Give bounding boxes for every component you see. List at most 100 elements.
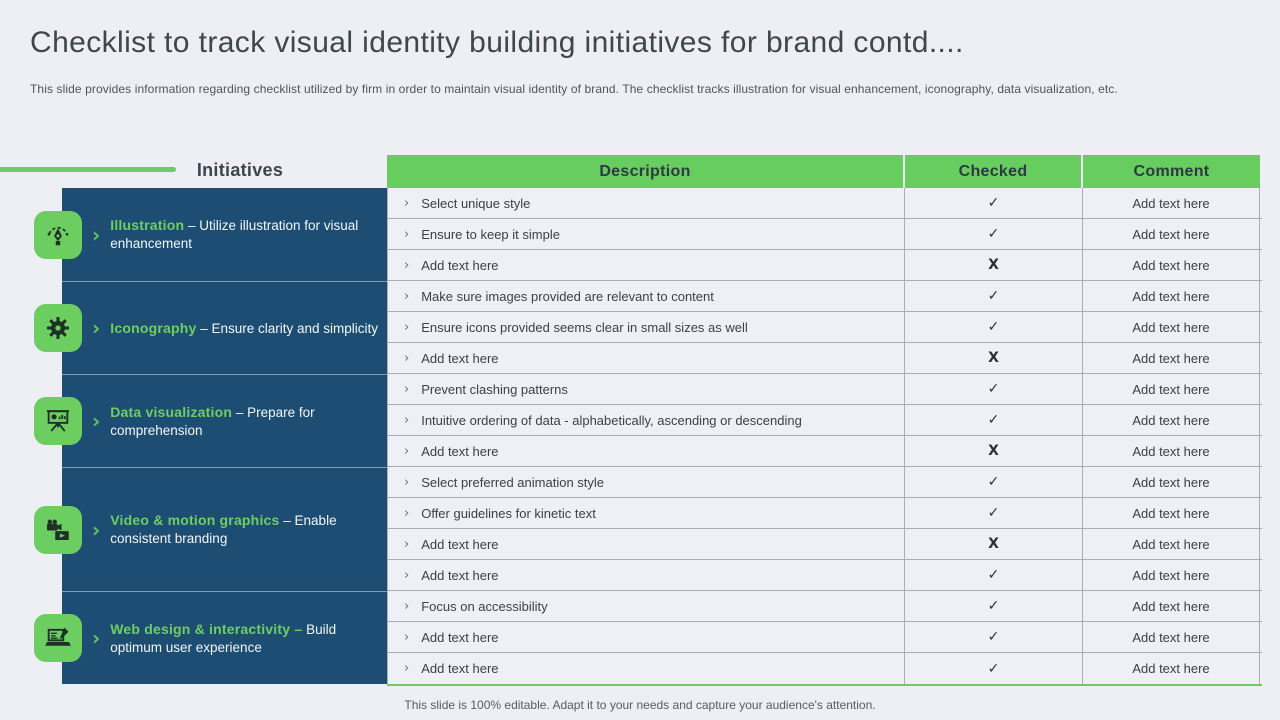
initiative-description: – Ensure clarity and simplicity: [200, 320, 379, 336]
description-cell[interactable]: ›Add text here: [387, 560, 905, 590]
description-text: Add text here: [421, 536, 499, 552]
table-row: ›Add text here ✓ Add text here: [387, 560, 1262, 591]
comment-cell[interactable]: Add text here: [1083, 374, 1260, 404]
table-row: ›Offer guidelines for kinetic text ✓ Add…: [387, 498, 1262, 529]
initiative-text: Data visualization – Prepare for compreh…: [110, 403, 380, 440]
chevron-right-icon: ›: [404, 505, 410, 521]
description-text: Make sure images provided are relevant t…: [421, 288, 714, 304]
description-cell: ›Ensure icons provided seems clear in sm…: [387, 312, 905, 342]
table-row: ›Select unique style ✓ Add text here: [387, 188, 1262, 219]
description-text: Focus on accessibility: [421, 598, 548, 614]
description-text: Add text here: [421, 629, 499, 645]
comment-cell[interactable]: Add text here: [1083, 591, 1260, 621]
table-row: › Prevent clashing patterns ✓ Add text he…: [387, 374, 1262, 405]
video-camera-icon: [34, 505, 82, 554]
table-row: ›Focus on accessibility ✓ Add text here: [387, 591, 1262, 622]
table-row: ›Intuitive ordering of data - alphabetic…: [387, 405, 1262, 436]
description-cell: › Prevent clashing patterns: [387, 374, 905, 404]
chevron-right-icon: ›: [404, 226, 410, 242]
comment-cell[interactable]: Add text here: [1083, 560, 1260, 590]
initiative-text: Video & motion graphics – Enable consist…: [110, 511, 380, 548]
description-text: Prevent clashing patterns: [421, 381, 568, 397]
table-row: › Make sure images provided are relevant …: [387, 281, 1262, 312]
description-cell: ›Intuitive ordering of data - alphabetic…: [387, 405, 905, 435]
initiative-description: Build optimum user experience: [110, 621, 337, 655]
comment-cell[interactable]: Add text here: [1083, 436, 1260, 466]
chevron-right-icon: ›: [92, 626, 101, 650]
checked-cell: X: [905, 436, 1083, 466]
comment-cell[interactable]: Add text here: [1083, 405, 1260, 435]
initiative-text: Web design & interactivity – Build optim…: [110, 620, 380, 657]
checked-cell: ✓: [905, 622, 1083, 652]
description-text: Add text here: [421, 661, 499, 676]
chevron-right-icon: ›: [404, 567, 410, 583]
comment-cell[interactable]: Add text here: [1083, 219, 1260, 249]
chevron-right-icon: ›: [404, 288, 410, 304]
checked-cell: ✓: [905, 591, 1083, 621]
description-cell: › Make sure images provided are relevant …: [387, 281, 905, 311]
description-cell[interactable]: ›Add text here: [387, 622, 905, 652]
checked-cell: ✓: [905, 405, 1083, 435]
description-cell: ›Ensure to keep it simple: [387, 219, 905, 249]
checked-cell: X: [905, 529, 1083, 559]
description-cell[interactable]: ›Add text here: [387, 529, 905, 559]
description-text: Select preferred animation style: [421, 474, 605, 490]
comment-cell[interactable]: Add text here: [1083, 250, 1260, 280]
comment-cell[interactable]: Add text here: [1083, 467, 1260, 497]
checked-cell: X: [905, 343, 1083, 373]
checked-cell: ✓: [905, 188, 1083, 218]
comment-cell[interactable]: Add text here: [1083, 312, 1260, 342]
checklist-table-body: ›Select unique style ✓ Add text here ›En…: [387, 188, 1262, 686]
description-text: Add text here: [421, 443, 499, 459]
column-header-checked: Checked: [905, 155, 1083, 188]
page-subtitle: This slide provides information regardin…: [30, 82, 1118, 96]
chevron-right-icon: ›: [92, 316, 101, 340]
comment-cell[interactable]: Add text here: [1083, 498, 1260, 528]
description-cell[interactable]: › Add text here: [387, 653, 905, 684]
comment-cell[interactable]: Add text here: [1083, 343, 1260, 373]
description-text: Offer guidelines for kinetic text: [421, 505, 596, 521]
checked-cell: ✓: [905, 219, 1083, 249]
chevron-right-icon: ›: [92, 222, 101, 247]
comment-cell[interactable]: Add text here: [1083, 622, 1260, 652]
initiatives-sidebar: › Illustration – Utilize illustration fo…: [34, 188, 387, 684]
description-cell: › Offer guidelines for kinetic text: [387, 498, 905, 528]
description-text: Add text here: [421, 350, 499, 366]
initiative-group-data-visualization: › Data visualization – Prepare for compr…: [34, 374, 387, 467]
checked-cell: ✓: [905, 560, 1083, 590]
chevron-right-icon: ›: [404, 381, 410, 397]
initiative-group-illustration: › Illustration – Utilize illustration fo…: [34, 188, 387, 281]
chevron-right-icon: ›: [92, 517, 101, 542]
checked-cell: ✓: [905, 467, 1083, 497]
comment-cell[interactable]: Add text here: [1083, 653, 1260, 684]
chevron-right-icon: ›: [404, 257, 410, 273]
chevron-right-icon: ›: [404, 319, 410, 335]
table-header-row: Description Checked Comment: [387, 155, 1262, 188]
initiative-group-web-design: › Web design & interactivity – Build opt…: [34, 591, 387, 684]
table-row: ›Ensure to keep it simple ✓ Add text her…: [387, 219, 1262, 250]
description-cell[interactable]: › Add text here: [387, 343, 905, 373]
table-row: ›Add text here X Add text here: [387, 529, 1262, 560]
table-row: › Add text here X Add text here: [387, 343, 1262, 374]
table-row: ›Ensure icons provided seems clear in sm…: [387, 312, 1262, 343]
chevron-right-icon: ›: [404, 350, 410, 366]
accent-line: [0, 167, 176, 172]
chevron-right-icon: ›: [404, 661, 410, 676]
initiative-name: Web design & interactivity –: [110, 620, 303, 637]
chevron-right-icon: ›: [404, 195, 410, 211]
description-cell[interactable]: ›Add text here: [387, 436, 905, 466]
chevron-right-icon: ›: [404, 412, 410, 428]
table-row: ›Add text here X Add text here: [387, 436, 1262, 467]
comment-cell[interactable]: Add text here: [1083, 281, 1260, 311]
checked-cell: ✓: [905, 374, 1083, 404]
comment-cell[interactable]: Add text here: [1083, 529, 1260, 559]
initiative-name: Iconography: [110, 319, 197, 336]
comment-cell[interactable]: Add text here: [1083, 188, 1260, 218]
initiative-description: – Enable consistent branding: [110, 513, 337, 546]
description-cell[interactable]: ›Add text here: [387, 250, 905, 280]
presentation-chart-icon: [34, 397, 82, 445]
table-row: ›Select preferred animation style ✓ Add …: [387, 467, 1262, 498]
checked-cell: ✓: [905, 312, 1083, 342]
table-row: ›Add text here X Add text here: [387, 250, 1262, 281]
initiative-name: Video & motion graphics: [110, 512, 280, 529]
